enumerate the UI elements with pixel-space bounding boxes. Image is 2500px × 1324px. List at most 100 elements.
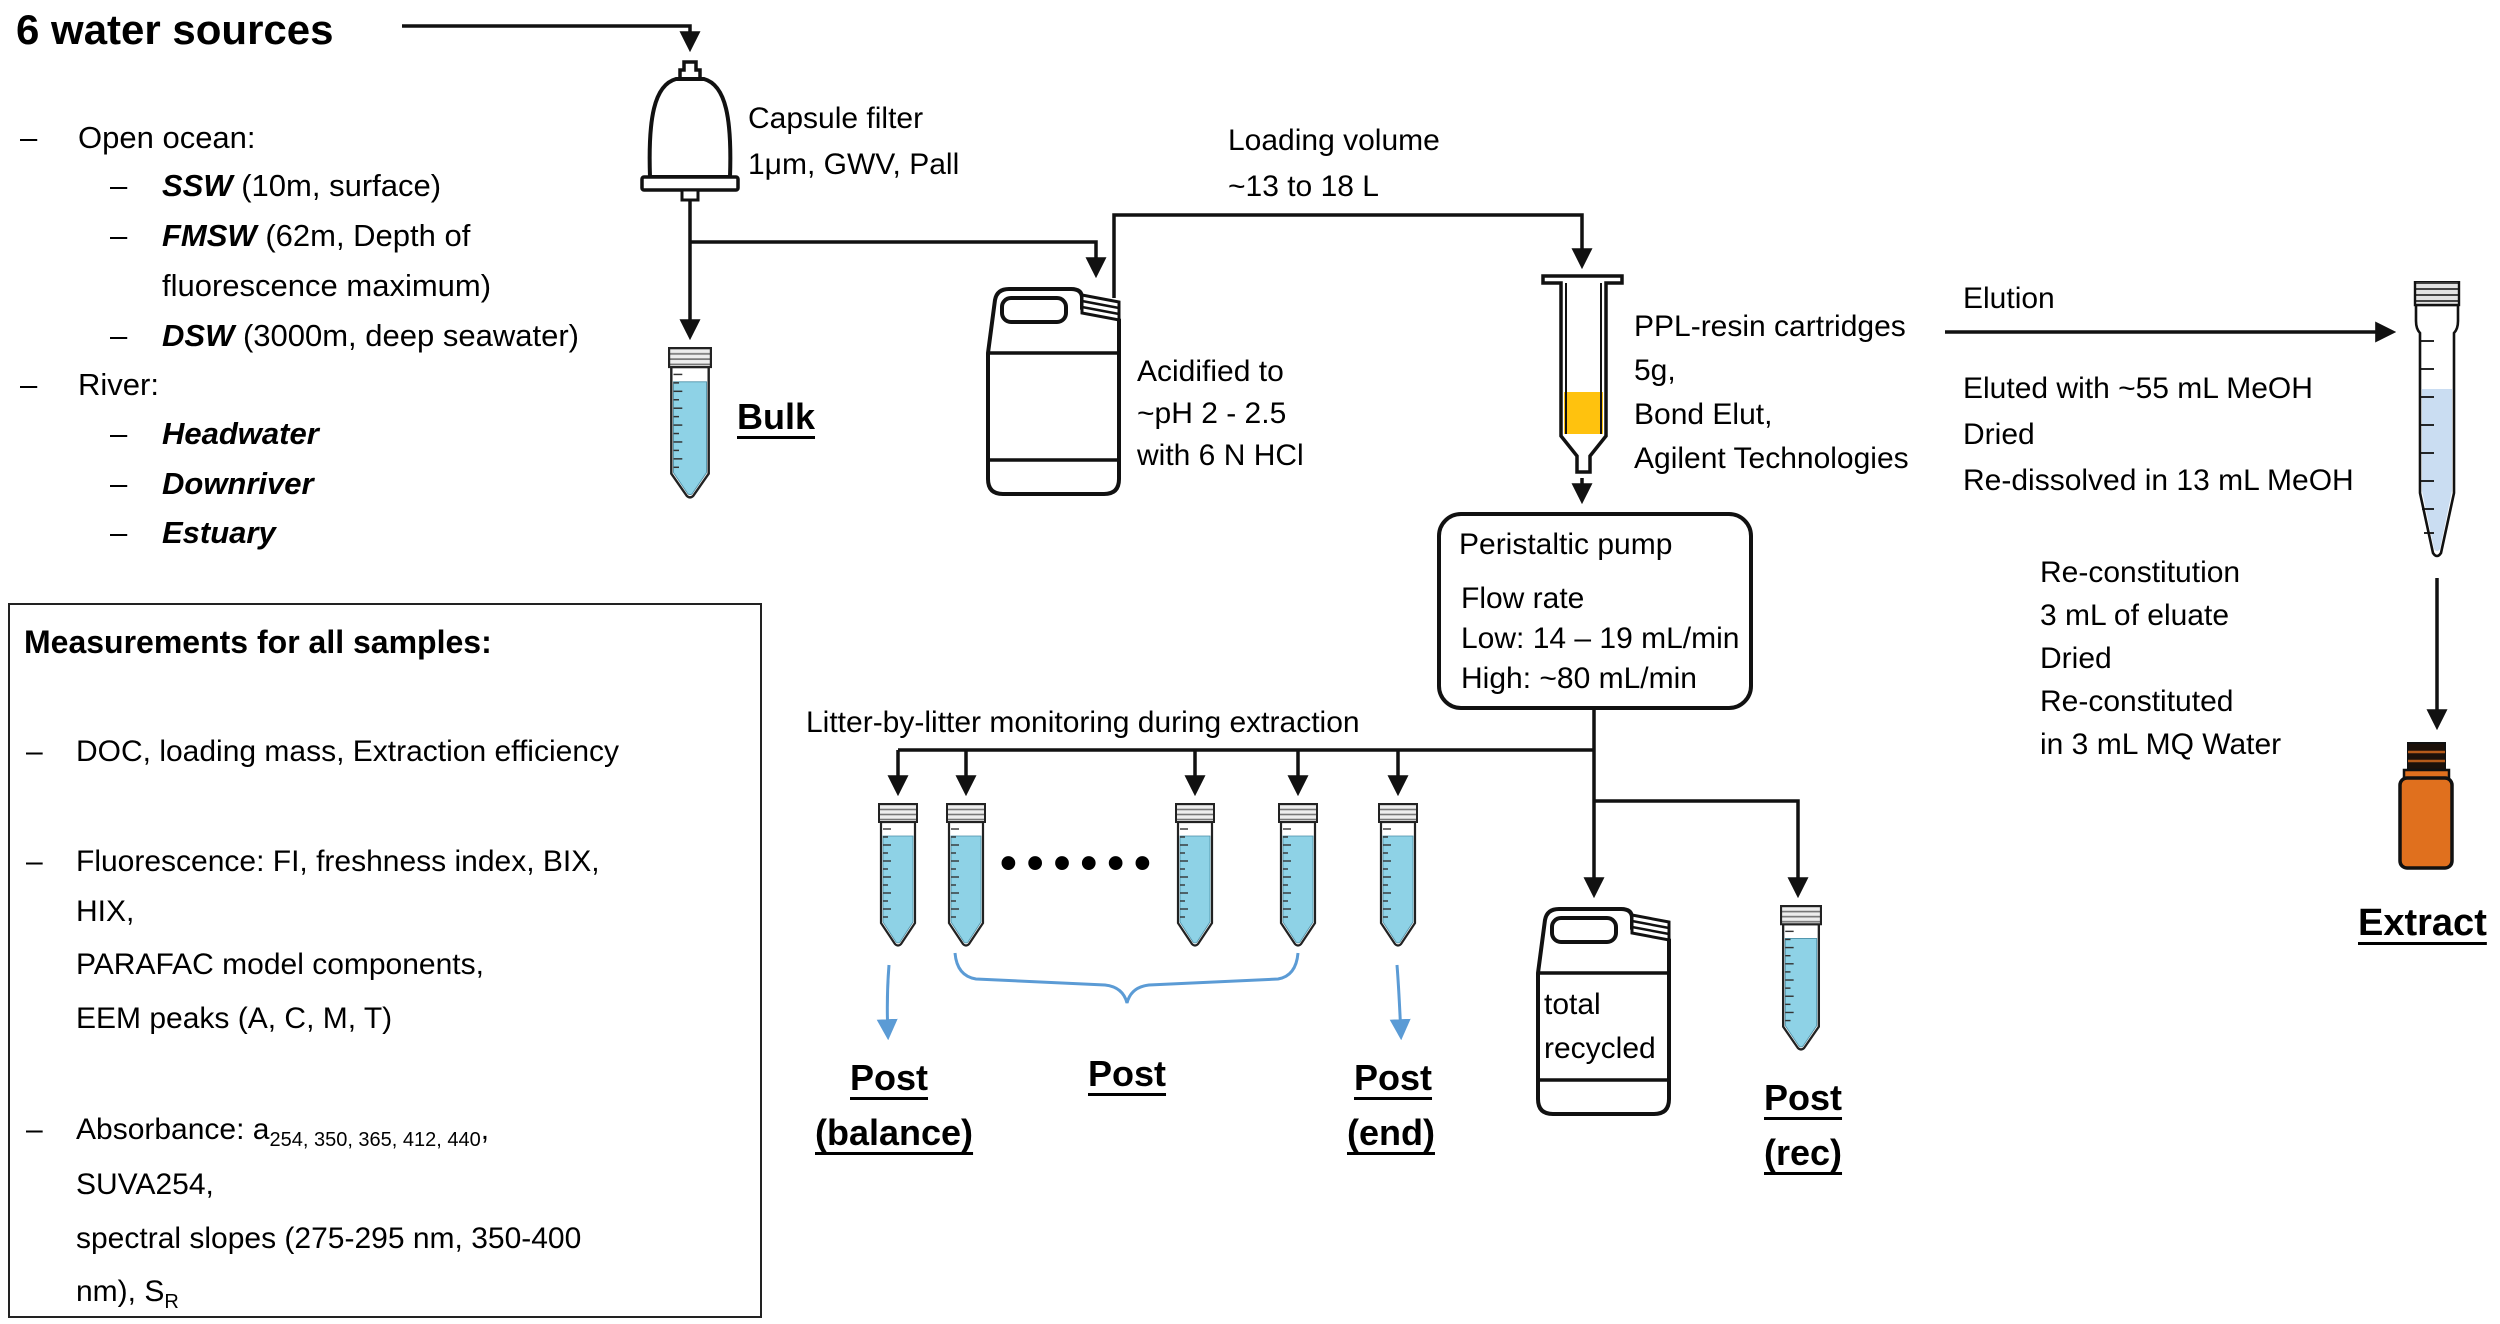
total-recycled-label-2: recycled <box>1544 1032 1656 1065</box>
source-item-dsw: DSW (3000m, deep seawater) <box>162 318 579 354</box>
pump-flow-rate: Flow rate <box>1461 582 1585 615</box>
post-balance-arrow <box>876 964 898 1041</box>
post-rec-label-2: (rec) <box>1764 1132 1843 1173</box>
source-text: (10m, surface) <box>232 168 442 203</box>
acidified-label-2: ~pH 2 - 2.5 <box>1137 397 1287 430</box>
source-abbr: Estuary <box>162 515 276 550</box>
acidified-label-3: with 6 N HCl <box>1137 439 1304 472</box>
ppl-label-3: Bond Elut, <box>1634 398 1773 431</box>
acidified-jerrycan-icon <box>986 287 1121 496</box>
meas-dash: – <box>26 845 43 878</box>
pump-flow-low: Low: 14 – 19 mL/min <box>1461 622 1740 655</box>
ppl-resin-fill <box>1564 392 1603 434</box>
source-abbr: Headwater <box>162 416 319 451</box>
source-dash-3: – <box>110 218 128 253</box>
meas-item-parafac: PARAFAC model components, <box>76 948 484 981</box>
meas-item-fluorescence: Fluorescence: FI, freshness index, BIX, <box>76 845 600 878</box>
meas-item-doc: DOC, loading mass, Extraction efficiency <box>76 735 620 768</box>
source-text: River: <box>78 367 159 402</box>
meas-item-slopes: spectral slopes (275-295 nm, 350-400 <box>76 1222 582 1255</box>
bulk-tube-icon <box>668 347 712 499</box>
measurements-title: Measurements for all samples: <box>24 624 492 660</box>
meas-text: , <box>480 1113 490 1146</box>
meas-item-absorbance: Absorbance: a254, 350, 365, 412, 440, <box>76 1113 489 1152</box>
eluate-falcon-tube-icon <box>2413 281 2461 558</box>
loading-volume-label-1: Loading volume <box>1228 124 1440 157</box>
capsule-filter-label-1: Capsule filter <box>748 102 924 135</box>
connector-to-post-rec <box>1594 799 1809 899</box>
reconstitution-label-3: Dried <box>2040 642 2112 675</box>
peristaltic-pump-box <box>1437 512 1753 710</box>
extract-label: Extract <box>2358 902 2487 944</box>
connector-filter-to-jerrycan <box>690 240 1107 279</box>
source-item-downriver: Downriver <box>162 466 314 502</box>
source-abbr: DSW <box>162 318 235 353</box>
source-dash-5: – <box>20 367 38 402</box>
extract-vial-icon <box>2398 742 2454 870</box>
loading-volume-label-2: ~13 to 18 L <box>1228 170 1379 203</box>
ppl-label-2: 5g, <box>1634 354 1676 387</box>
post-end-label-1: Post <box>1354 1057 1433 1098</box>
capsule-filter-label-2: 1μm, GWV, Pall <box>748 148 960 181</box>
monitoring-tube-2-icon <box>946 803 986 947</box>
source-abbr: FMSW <box>162 218 257 253</box>
bulk-label: Bulk <box>737 396 816 437</box>
source-dash-4: – <box>110 318 128 353</box>
connector-lines <box>402 24 2448 899</box>
source-dash-8: – <box>110 515 128 550</box>
source-item-river: River: <box>78 367 159 403</box>
pump-flow-high: High: ~80 mL/min <box>1461 662 1697 695</box>
source-dash-2: – <box>110 168 128 203</box>
connector-loading-to-ppl <box>1112 213 1593 298</box>
eluted-label-2: Dried <box>1963 418 2035 451</box>
source-item-ssw: SSW (10m, surface) <box>162 168 441 204</box>
reconstitution-label-5: in 3 mL MQ Water <box>2040 728 2282 761</box>
meas-dash: – <box>26 1113 43 1146</box>
meas-subscript: 254, 350, 365, 412, 440 <box>269 1129 481 1151</box>
reconstitution-label-1: Re-constitution <box>2040 556 2241 589</box>
source-text: Open ocean: <box>78 120 256 155</box>
total-recycled-label-1: total <box>1544 988 1601 1021</box>
monitoring-tube-4-icon <box>1278 803 1318 947</box>
meas-item-suva: SUVA254, <box>76 1168 214 1201</box>
acidified-label-1: Acidified to <box>1137 355 1284 388</box>
post-end-label-2: (end) <box>1347 1112 1435 1153</box>
pump-title: Peristaltic pump <box>1459 528 1673 561</box>
eluted-label-3: Re-dissolved in 13 mL MeOH <box>1963 464 2354 497</box>
monitoring-caption: Litter-by-litter monitoring during extra… <box>806 706 1360 739</box>
source-text: fluorescence maximum) <box>162 268 492 303</box>
capsule-filter-icon <box>640 60 740 202</box>
ppl-label-4: Agilent Technologies <box>1634 442 1909 475</box>
meas-item-hix: HIX, <box>76 895 135 928</box>
source-item-fmsw-cont: fluorescence maximum) <box>162 268 491 304</box>
post-mid-label: Post <box>1088 1053 1167 1094</box>
meas-item-eem: EEM peaks (A, C, M, T) <box>76 1002 393 1035</box>
monitoring-tube-3-icon <box>1175 803 1215 947</box>
source-item-open-ocean: Open ocean: <box>78 120 256 156</box>
post-end-arrow <box>1389 964 1411 1041</box>
post-balance-label-2: (balance) <box>815 1112 974 1153</box>
post-balance-label-1: Post <box>850 1057 929 1098</box>
source-abbr: Downriver <box>162 466 314 501</box>
source-dash-7: – <box>110 466 128 501</box>
source-text: (3000m, deep seawater) <box>234 318 579 353</box>
monitoring-tube-5-icon <box>1378 803 1418 947</box>
source-text: (62m, Depth of <box>256 218 471 253</box>
meas-text: Absorbance: a <box>76 1113 270 1146</box>
reconstitution-label-4: Re-constituted <box>2040 685 2234 718</box>
source-dash-6: – <box>110 416 128 451</box>
reconstitution-label-2: 3 mL of eluate <box>2040 599 2230 632</box>
meas-item-sr: nm), SR <box>76 1275 179 1314</box>
source-abbr: SSW <box>162 168 233 203</box>
measurements-box <box>8 603 762 1318</box>
page-title: 6 water sources <box>16 6 334 53</box>
ppl-cartridge-icon <box>1541 274 1624 474</box>
post-group-brace <box>953 952 1300 1004</box>
blue-annotations <box>876 952 1411 1041</box>
elution-label: Elution <box>1963 282 2055 315</box>
post-rec-label-1: Post <box>1764 1077 1843 1118</box>
source-item-headwater: Headwater <box>162 416 319 452</box>
eluted-label-1: Eluted with ~55 mL MeOH <box>1963 372 2313 405</box>
